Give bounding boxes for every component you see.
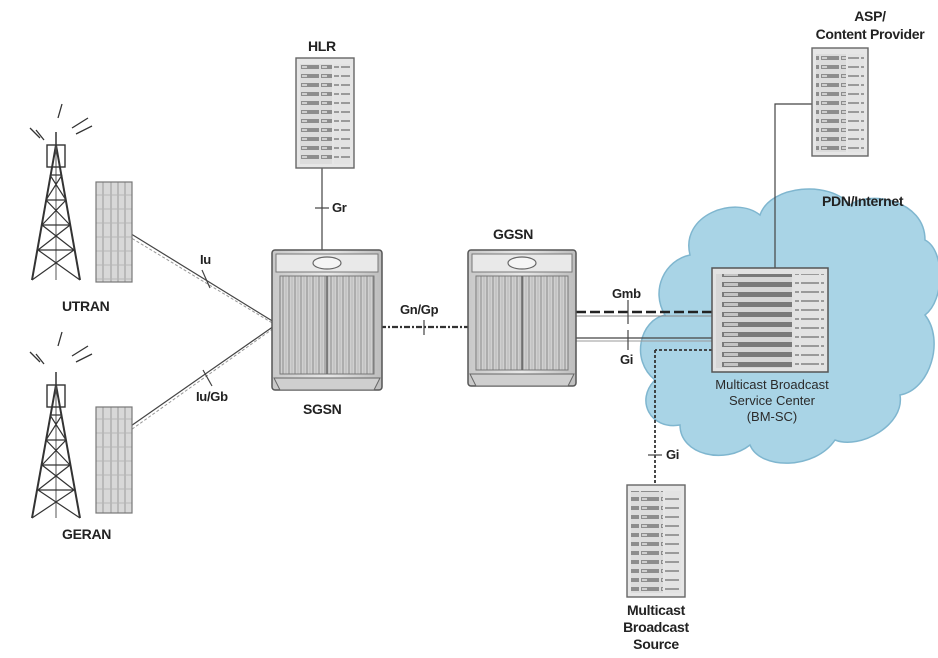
ggsn-label: GGSN: [493, 226, 534, 242]
bmsc-label-line1: Multicast Broadcast: [715, 377, 829, 392]
geran-label: GERAN: [62, 526, 112, 542]
gmb-interface-label: Gmb: [612, 286, 641, 301]
iu-interface-label: Iu: [200, 252, 211, 267]
utran-label: UTRAN: [62, 298, 110, 314]
asp-content-provider-server-icon: [811, 47, 869, 157]
bmsc-label-line3: (BM-SC): [746, 409, 798, 424]
mbs-label-line1: Multicast: [627, 602, 685, 618]
multicast-broadcast-source-server-icon: [626, 484, 686, 598]
utran-tower-icon: [29, 103, 93, 281]
asp-label-line1: ASP/: [854, 8, 886, 24]
mbs-label-line3: Source: [633, 636, 679, 652]
gn-gp-interface-label: Gn/Gp: [400, 302, 439, 317]
gi-source-interface-label: Gi: [666, 447, 680, 462]
gi-ggsn-interface-label: Gi: [620, 352, 634, 367]
geran-base-station-icon: [95, 406, 133, 514]
connections: [127, 103, 812, 485]
asp-label-line2: Content Provider: [815, 26, 925, 42]
mbs-label-line2: Broadcast: [623, 619, 689, 635]
ggsn-chassis-icon: [467, 249, 577, 387]
bmsc-label-line2: Service Center: [729, 393, 815, 408]
gr-interface-label: Gr: [332, 200, 347, 215]
utran-base-station-icon: [95, 181, 133, 283]
iu-gb-interface-label: Iu/Gb: [196, 389, 228, 404]
sgsn-chassis-icon: [271, 249, 383, 391]
multicast-broadcast-source-label: Multicast Broadcast Source: [606, 602, 706, 653]
bmsc-label: Multicast Broadcast Service Center (BM-S…: [690, 377, 854, 425]
geran-tower-icon: [29, 331, 93, 519]
hlr-label: HLR: [308, 38, 336, 54]
hlr-server-icon: [295, 57, 355, 169]
pdn-internet-label: PDN/Internet: [822, 193, 904, 209]
sgsn-label: SGSN: [303, 401, 342, 417]
bmsc-server-icon: [711, 267, 829, 373]
